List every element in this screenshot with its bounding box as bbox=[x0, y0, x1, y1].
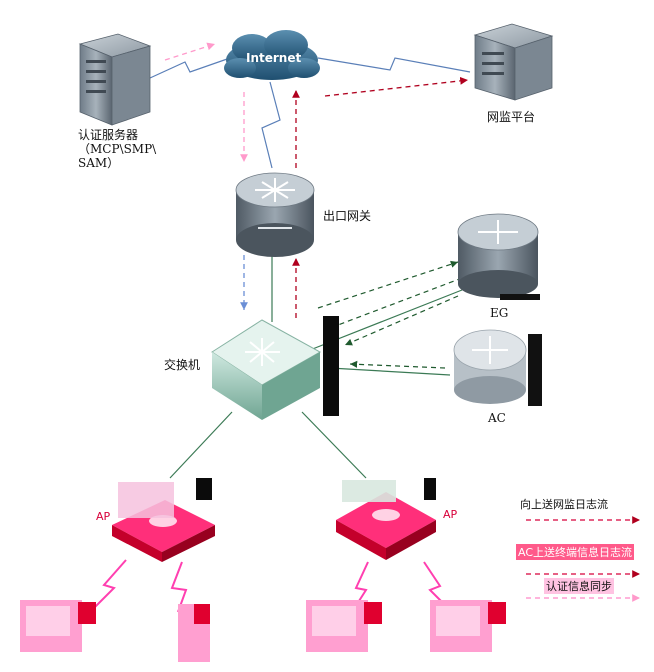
ap-left-label: AP bbox=[96, 510, 111, 523]
wireless-left-2 bbox=[170, 561, 188, 613]
flow-internet-to-monitor bbox=[324, 76, 469, 97]
auth-server-label-line-1: 认证服务器 bbox=[78, 128, 139, 142]
internet-label: Internet bbox=[246, 51, 302, 65]
monitor-platform-icon bbox=[473, 23, 554, 101]
internet-cloud-icon bbox=[224, 30, 320, 80]
ac-label: AC bbox=[488, 411, 506, 425]
switch-icon bbox=[211, 316, 339, 420]
switch-label: 交换机 bbox=[164, 358, 201, 372]
egress-gateway-icon bbox=[235, 172, 315, 257]
flow-auth-sync-to-internet bbox=[164, 42, 216, 61]
ap-right-label: AP bbox=[443, 508, 458, 521]
link-switch-ap-right bbox=[301, 411, 367, 479]
ac-router-icon bbox=[453, 329, 542, 406]
client-phone-1-icon bbox=[178, 604, 210, 662]
legend-item-2-label: AC上送终端信息日志流 bbox=[516, 544, 635, 560]
legend-item-3-label: 认证信息同步 bbox=[544, 578, 614, 594]
link-internet-monitor bbox=[317, 57, 471, 73]
client-laptop-3-icon bbox=[430, 600, 506, 652]
monitor-platform-label: 网监平台 bbox=[487, 110, 536, 124]
flow-ac-to-switch bbox=[349, 360, 446, 369]
eg-router-icon bbox=[457, 213, 540, 300]
eg-label: EG bbox=[490, 306, 509, 320]
client-laptop-2-icon bbox=[306, 600, 382, 652]
auth-server-label-line-2: （MCP\SMP\ bbox=[78, 142, 157, 156]
flow-eg-to-switch-2 bbox=[344, 295, 459, 346]
link-ac-switch bbox=[329, 367, 451, 376]
client-laptop-1-icon bbox=[20, 600, 96, 652]
link-auth-internet bbox=[149, 57, 231, 79]
egress-gateway-label: 出口网关 bbox=[323, 209, 372, 223]
auth-server-label-line-3: SAM） bbox=[78, 156, 120, 170]
auth-server-label: 认证服务器 （MCP\SMP\ SAM） bbox=[78, 128, 156, 170]
wireless-left-1 bbox=[81, 559, 127, 621]
flow-switch-to-eg bbox=[317, 260, 459, 309]
ap-right-icon bbox=[336, 478, 436, 560]
ap-left-icon bbox=[112, 478, 215, 562]
auth-server-icon bbox=[78, 33, 152, 126]
link-switch-ap-left bbox=[169, 411, 233, 479]
legend-item-1-label: 向上送网监日志流 bbox=[520, 496, 608, 512]
flow-eg-to-switch bbox=[329, 277, 463, 329]
link-internet-gateway bbox=[261, 81, 281, 169]
